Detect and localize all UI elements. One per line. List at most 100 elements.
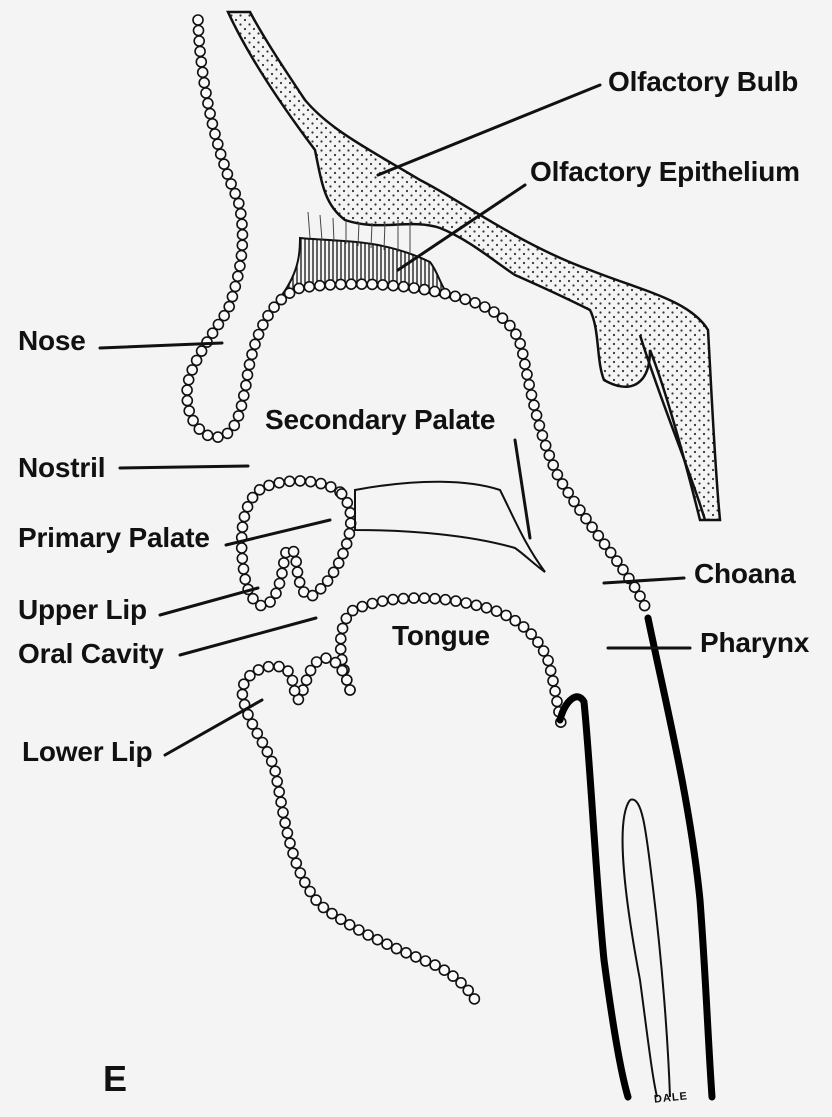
nose-epithelium-bead (238, 230, 248, 240)
tongue-epithelium-bead (471, 600, 481, 610)
tongue-epithelium-bead (552, 697, 562, 707)
lower-lip-epithelium-bead (280, 818, 290, 828)
nose-epithelium-bead (367, 279, 377, 289)
lower-lip-epithelium-bead (262, 747, 272, 757)
tongue-epithelium-bead (461, 598, 471, 608)
nose-epithelium-bead (520, 359, 530, 369)
nose-epithelium-bead (210, 129, 220, 139)
leader-nostril (120, 466, 248, 468)
lower-lip-epithelium-bead (272, 777, 282, 787)
lower-lip-epithelium-bead (239, 679, 249, 689)
nose-epithelium-bead (216, 149, 226, 159)
lower-lip-epithelium-bead (290, 686, 300, 696)
panel-letter: E (103, 1058, 127, 1100)
tongue-epithelium-bead (336, 634, 346, 644)
label-tongue: Tongue (392, 620, 490, 652)
lower-lip-epithelium-bead (252, 728, 262, 738)
nose-epithelium-bead (315, 281, 325, 291)
pharynx-wall-left (560, 697, 628, 1097)
label-nose: Nose (18, 325, 86, 357)
nose-epithelium-bead (207, 119, 217, 129)
tongue-epithelium-bead (367, 599, 377, 609)
lower-lip-epithelium-bead (270, 766, 280, 776)
nose-epithelium-bead (193, 15, 203, 25)
upper-lip-epithelium-bead (334, 558, 344, 568)
nose-epithelium-bead (247, 349, 257, 359)
nose-epithelium-bead (226, 179, 236, 189)
nose-epithelium-bead (184, 406, 194, 416)
tongue-epithelium-bead (388, 595, 398, 605)
upper-lip-epithelium-bead (326, 482, 336, 492)
upper-lip-epithelium-bead (279, 558, 289, 568)
nose-epithelium-bead (430, 287, 440, 297)
nose-epithelium-bead (399, 282, 409, 292)
label-olfactory-epithelium: Olfactory Epithelium (530, 156, 800, 188)
nose-epithelium-bead (201, 88, 211, 98)
upper-lip-epithelium-bead (342, 539, 352, 549)
nose-epithelium-bead (515, 339, 525, 349)
label-primary-palate: Primary Palate (18, 522, 210, 554)
nose-epithelium-bead (219, 159, 229, 169)
nose-epithelium-bead (527, 390, 537, 400)
nose-epithelium-bead (243, 370, 253, 380)
upper-lip-epithelium-bead (277, 568, 287, 578)
nose-epithelium-bead (236, 251, 246, 261)
lower-lip-epithelium-bead (373, 935, 383, 945)
upper-lip-epithelium-bead (239, 564, 249, 574)
lower-lip-epithelium-bead (345, 920, 355, 930)
tongue-epithelium-bead (539, 646, 549, 656)
nose-epithelium-bead (544, 450, 554, 460)
nose-epithelium-bead (234, 198, 244, 208)
tongue-epithelium-bead (430, 594, 440, 604)
nose-epithelium-bead (524, 380, 534, 390)
upper-lip-epithelium-bead (291, 557, 301, 567)
nose-epithelium-bead (235, 261, 245, 271)
nose-epithelium-bead (630, 582, 640, 592)
lower-lip-epithelium-bead (247, 719, 257, 729)
lower-lip-epithelium-bead (392, 944, 402, 954)
lower-lip-epithelium-bead (285, 838, 295, 848)
lower-lip-epithelium-bead (287, 676, 297, 686)
tongue-epithelium-bead (451, 596, 461, 606)
upper-lip-epithelium-bead (239, 512, 249, 522)
nose-epithelium-bead (237, 240, 247, 250)
upper-lip-epithelium-bead (256, 601, 266, 611)
nose-epithelium-bead (222, 169, 232, 179)
nose-epithelium-bead (552, 470, 562, 480)
label-upper-lip: Upper Lip (18, 594, 147, 626)
inner-larynx-shape (623, 800, 670, 1097)
lower-lip-epithelium-bead (295, 868, 305, 878)
tongue-epithelium-bead (338, 623, 348, 633)
nose-epithelium-bead (239, 391, 249, 401)
nose-epithelium-bead (388, 281, 398, 291)
nose-epithelium-bead (537, 431, 547, 441)
lower-lip-epithelium-bead (306, 666, 316, 676)
upper-lip-epithelium-bead (237, 554, 247, 564)
nose-epithelium-bead (480, 302, 490, 312)
nose-epithelium-bead (205, 109, 215, 119)
nose-epithelium-bead (518, 349, 528, 359)
upper-lip-epithelium-bead (293, 567, 303, 577)
lower-lip-epithelium-bead (469, 994, 479, 1004)
nose-epithelium-bead (182, 396, 192, 406)
upper-lip-epithelium-bead (237, 543, 247, 553)
nose-epithelium-bead (194, 36, 204, 46)
upper-lip-epithelium-bead (274, 478, 284, 488)
upper-lip-epithelium-bead (338, 549, 348, 559)
lower-lip-epithelium-bead (257, 738, 267, 748)
lower-lip-epithelium-bead (345, 685, 355, 695)
tongue-epithelium-bead (348, 606, 358, 616)
nose-epithelium-bead (227, 292, 237, 302)
upper-lip-epithelium-bead (238, 522, 248, 532)
nose-epithelium-bead (203, 430, 213, 440)
upper-lip-epithelium-bead (329, 567, 339, 577)
nose-epithelium-bead (194, 26, 204, 36)
nose-epithelium-bead (236, 209, 246, 219)
upper-lip-epithelium-bead (271, 588, 281, 598)
nose-epithelium-bead (230, 189, 240, 199)
nose-epithelium-bead (470, 298, 480, 308)
tongue-epithelium-bead (409, 593, 419, 603)
nose-epithelium-bead (213, 139, 223, 149)
nose-epithelium-bead (229, 420, 239, 430)
nose-epithelium-bead (294, 283, 304, 293)
